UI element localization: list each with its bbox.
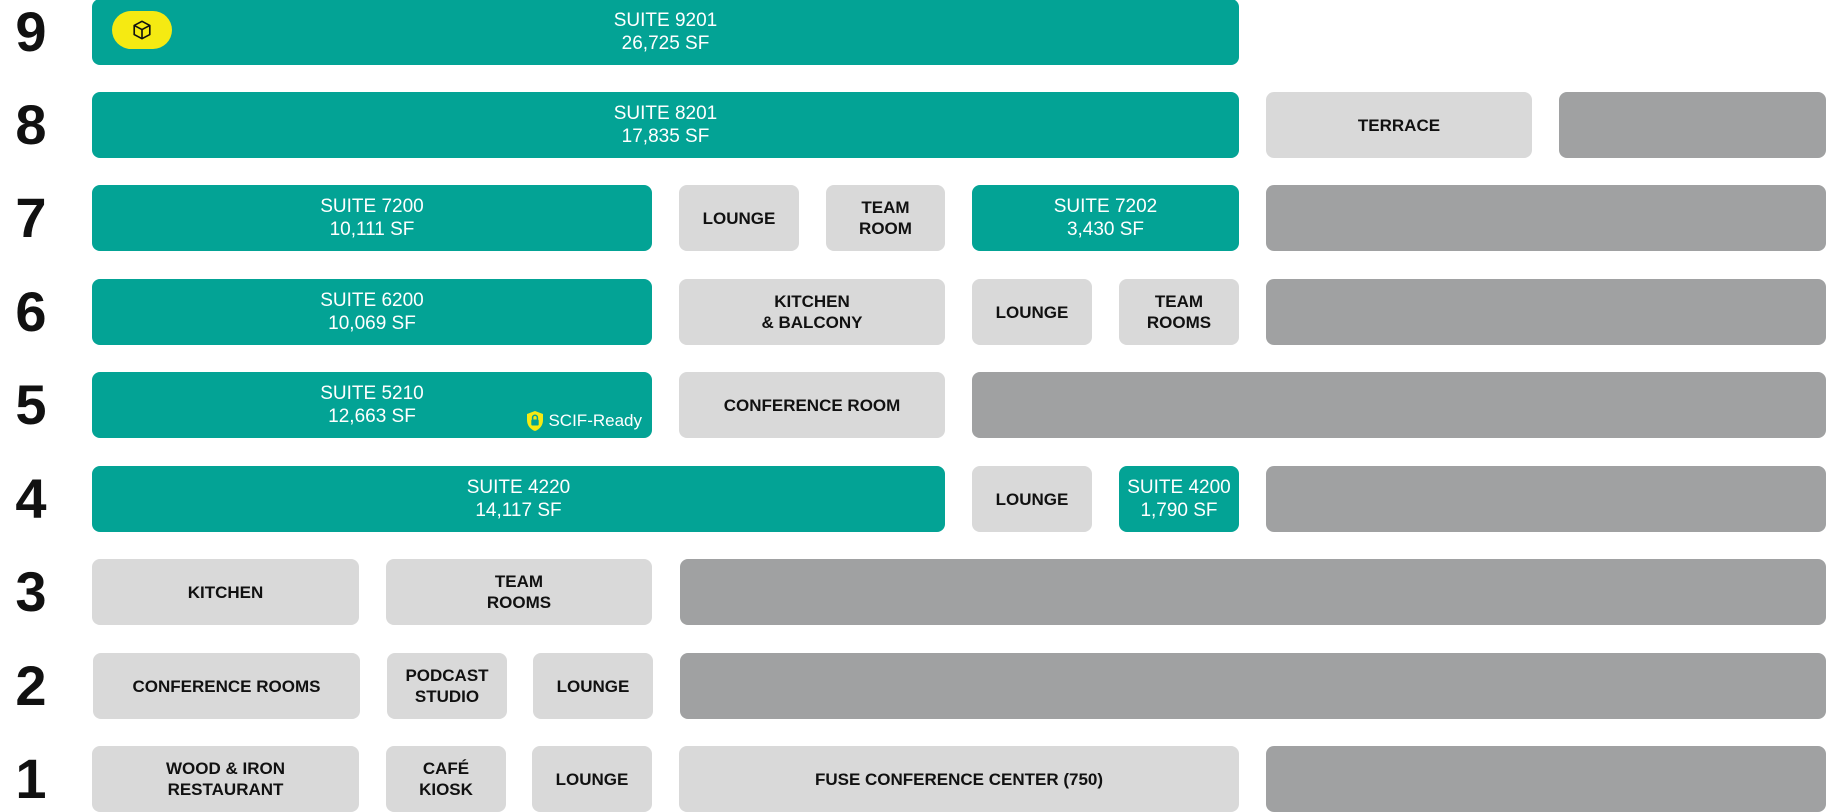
- amenity-label: CAFÉ: [422, 759, 470, 778]
- suite-name: SUITE 6200: [320, 290, 424, 311]
- amenity-label: FUSE CONFERENCE CENTER (750): [814, 769, 1104, 789]
- floor-8-unavailable-block: [1559, 92, 1826, 158]
- amenity-label: ROOMS: [1146, 313, 1212, 332]
- scif-ready-badge: SCIF-Ready: [525, 409, 642, 432]
- amenity-label: LOUNGE: [555, 769, 629, 789]
- floor-1-fuse-conference-center-750-block: FUSE CONFERENCE CENTER (750): [679, 746, 1239, 812]
- floor-7-unavailable-block: [1266, 185, 1826, 251]
- amenity-label: TEAM: [1154, 292, 1204, 311]
- badge-label: SCIF-Ready: [548, 411, 642, 430]
- amenity-label: ROOM: [859, 219, 912, 238]
- floor-number-3: 3: [15, 560, 47, 623]
- amenity-label: PODCAST: [405, 666, 489, 685]
- amenity-label: LOUNGE: [995, 302, 1069, 322]
- shield-lock-icon: [527, 410, 544, 431]
- amenity-label: CONFERENCE ROOMS: [132, 676, 321, 696]
- amenity-label: KITCHEN: [774, 292, 850, 311]
- suite-area: 10,069 SF: [328, 313, 416, 334]
- cube-icon: [133, 20, 151, 40]
- floor-3-kitchen-block: KITCHEN: [92, 559, 359, 625]
- floor-5-unavailable-block: [972, 372, 1826, 438]
- floor-number-9: 9: [15, 0, 47, 63]
- amenity-label: TERRACE: [1357, 115, 1441, 135]
- suite-area: 26,725 SF: [621, 33, 710, 54]
- suite-name: SUITE 7200: [320, 196, 424, 217]
- amenity-label: KIOSK: [419, 780, 473, 799]
- floor-2-unavailable-block: [680, 653, 1826, 719]
- amenity-label: STUDIO: [414, 687, 480, 706]
- floor-3-team-rooms-block: TEAM ROOMS: [386, 559, 652, 625]
- suite-name: SUITE 5210: [320, 383, 424, 404]
- floor-3-unavailable-block: [680, 559, 1826, 625]
- amenity-label: LOUNGE: [702, 208, 776, 228]
- amenity-label: LOUNGE: [556, 676, 630, 696]
- floor-2-lounge-block: LOUNGE: [533, 653, 653, 719]
- floor-number-2: 2: [15, 654, 47, 717]
- suite-name: SUITE 4200: [1127, 477, 1231, 498]
- view-3d-button[interactable]: [112, 11, 172, 49]
- floor-1-unavailable-block: [1266, 746, 1826, 812]
- amenity-label: LOUNGE: [995, 489, 1069, 509]
- suite-name: SUITE 4220: [466, 477, 571, 498]
- suite-name: SUITE 8201: [613, 103, 718, 124]
- amenity-label: & BALCONY: [761, 313, 863, 332]
- suite-area: 10,111 SF: [329, 219, 415, 240]
- suite-area: 1,790 SF: [1140, 500, 1218, 521]
- suite-name: SUITE 9201: [613, 10, 718, 31]
- suite-name: SUITE 7202: [1053, 196, 1158, 217]
- floor-6-unavailable-block: [1266, 279, 1826, 345]
- floor-6-team-rooms-block: TEAM ROOMS: [1119, 279, 1239, 345]
- floor-8-terrace-block: TERRACE: [1266, 92, 1532, 158]
- amenity-label: ROOMS: [486, 593, 552, 612]
- floor-6-lounge-block: LOUNGE: [972, 279, 1092, 345]
- suite-area: 12,663 SF: [328, 406, 416, 427]
- floor-number-7: 7: [15, 186, 47, 249]
- floor-2-conference-rooms-block: CONFERENCE ROOMS: [93, 653, 360, 719]
- floor-number-1: 1: [15, 747, 47, 810]
- floor-number-6: 6: [15, 280, 47, 343]
- amenity-label: KITCHEN: [187, 582, 264, 602]
- floor-5-conference-room-block: CONFERENCE ROOM: [679, 372, 945, 438]
- suite-area: 17,835 SF: [621, 126, 710, 147]
- floor-4-unavailable-block: [1266, 466, 1826, 532]
- floor-1-caf-kiosk-block: CAFÉ KIOSK: [386, 746, 506, 812]
- floor-1-lounge-block: LOUNGE: [532, 746, 652, 812]
- amenity-label: WOOD & IRON: [166, 759, 285, 778]
- floor-number-4: 4: [15, 467, 47, 530]
- floor-6-kitchen-balcony-block: KITCHEN & BALCONY: [679, 279, 945, 345]
- suite-area: 14,117 SF: [475, 500, 562, 521]
- floor-number-5: 5: [15, 373, 47, 436]
- amenity-label: RESTAURANT: [167, 780, 284, 799]
- floor-1-wood-iron-restaurant-block: WOOD & IRON RESTAURANT: [92, 746, 359, 812]
- floor-7-team-room-block: TEAM ROOM: [826, 185, 945, 251]
- amenity-label: TEAM: [861, 198, 910, 217]
- amenity-label: CONFERENCE ROOM: [723, 395, 901, 415]
- floor-4-lounge-block: LOUNGE: [972, 466, 1092, 532]
- floor-2-podcast-studio-block: PODCAST STUDIO: [387, 653, 507, 719]
- suite-area: 3,430 SF: [1066, 219, 1145, 240]
- amenity-label: TEAM: [494, 572, 544, 591]
- floor-7-lounge-block: LOUNGE: [679, 185, 799, 251]
- floor-number-8: 8: [15, 93, 47, 156]
